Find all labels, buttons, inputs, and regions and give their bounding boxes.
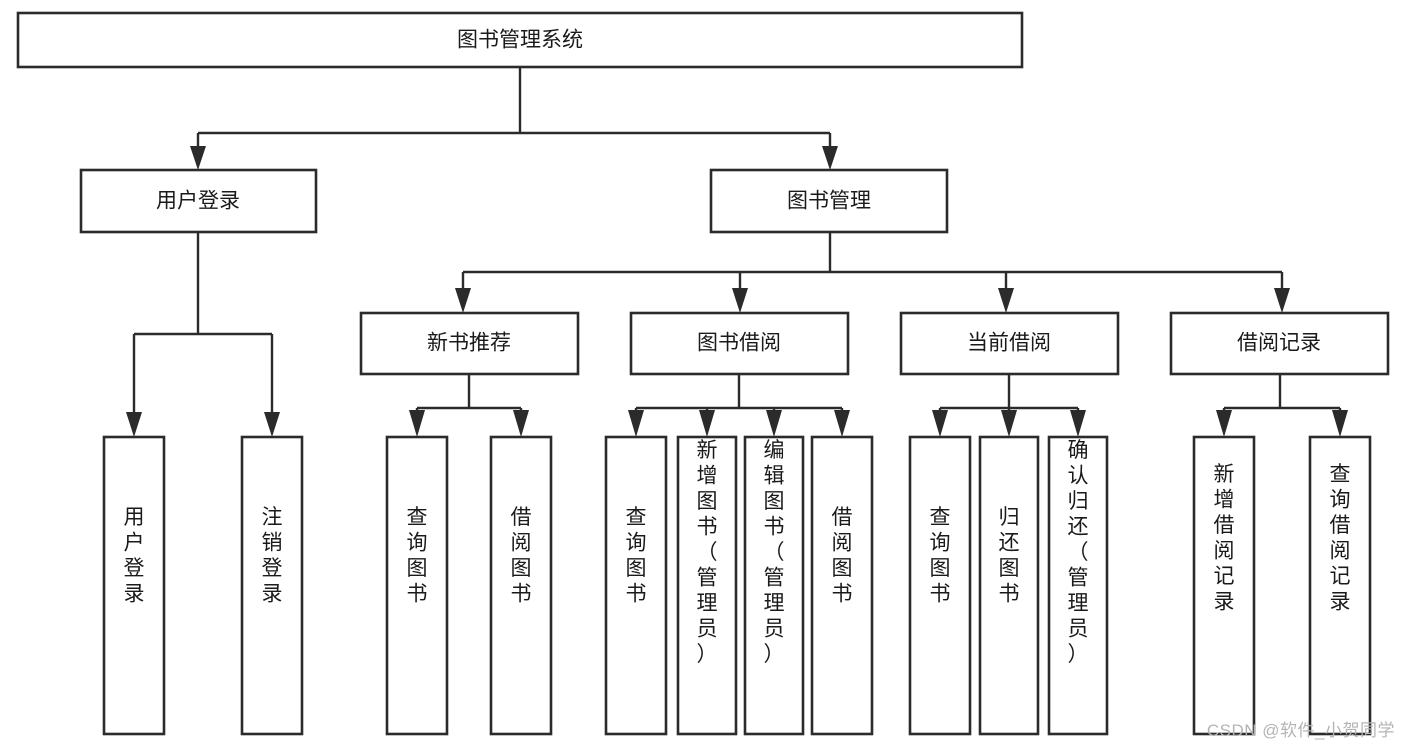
node-current-borrow-box[interactable] xyxy=(899,311,1120,376)
arrowhead-book-borrow xyxy=(732,288,748,313)
arrowhead-user-login xyxy=(190,146,206,170)
leaf-newbook-borrow-book-label: 借阅图书 xyxy=(511,506,532,606)
node-current-borrow-label: 当前借阅 xyxy=(967,332,1051,355)
leaf-bookborrow-query-book[interactable]: 查询图书 xyxy=(604,435,668,736)
leaf-newbook-query-book-box[interactable] xyxy=(385,435,449,736)
node-book-management[interactable]: 图书管理 xyxy=(709,168,949,234)
leaf-borrowrecord-query-record-label: 查询借阅记录 xyxy=(1330,463,1351,614)
connectors-current-borrow-to-leaves xyxy=(932,374,1086,437)
node-book-borrow[interactable]: 图书借阅 xyxy=(629,311,850,376)
leaf-bookborrow-edit-book[interactable]: 编辑图书（管理员） xyxy=(743,435,805,736)
leaf-currentborrow-confirm-return-box[interactable] xyxy=(1047,435,1109,736)
connectors-new-book-to-leaves xyxy=(409,374,529,437)
leaf-newbook-borrow-book-box[interactable] xyxy=(489,435,553,736)
arrowhead-currentborrow-leaf3 xyxy=(1070,410,1086,437)
leaf-bookborrow-edit-book-box[interactable] xyxy=(743,435,805,736)
node-user-login-label: 用户登录 xyxy=(156,190,240,213)
node-new-book-recommend-label: 新书推荐 xyxy=(427,332,511,355)
leaf-borrowrecord-add-record-label: 新增借阅记录 xyxy=(1214,463,1235,614)
arrowhead-new-book xyxy=(455,288,471,313)
arrowhead-bookborrow-leaf2 xyxy=(699,410,715,437)
leaf-borrowrecord-query-record-box[interactable] xyxy=(1308,435,1372,736)
leaf-currentborrow-query-book-box[interactable] xyxy=(908,435,972,736)
leaf-borrowrecord-add-record[interactable]: 新增借阅记录 xyxy=(1192,435,1256,736)
leaf-bookborrow-add-book[interactable]: 新增图书（管理员） xyxy=(676,435,738,736)
arrowhead-newbook-leaf1 xyxy=(409,410,425,437)
node-root-label: 图书管理系统 xyxy=(457,29,583,52)
arrowhead-bookborrow-leaf4 xyxy=(834,410,850,437)
leaf-bookborrow-borrow-book[interactable]: 借阅图书 xyxy=(810,435,874,736)
arrowhead-currentborrow-leaf1 xyxy=(932,410,948,437)
node-book-borrow-label: 图书借阅 xyxy=(697,332,781,355)
leaf-logout-box[interactable] xyxy=(240,435,304,736)
arrowhead-borrowrecord-leaf1 xyxy=(1216,410,1232,437)
leaf-logout[interactable]: 注销登录 xyxy=(240,435,304,736)
node-user-login[interactable]: 用户登录 xyxy=(79,168,318,234)
leaf-bookborrow-add-book-label: 新增图书（管理员） xyxy=(697,439,718,666)
node-book-management-label: 图书管理 xyxy=(787,190,871,213)
node-user-login-box[interactable] xyxy=(79,168,318,234)
connectors-root-to-level2 xyxy=(190,67,838,170)
arrowhead-bookborrow-leaf3 xyxy=(766,410,782,437)
arrowhead-book-mgmt xyxy=(822,146,838,170)
leaf-user-login-box[interactable] xyxy=(102,435,166,736)
leaf-newbook-query-book-label: 查询图书 xyxy=(407,506,428,606)
arrowhead-newbook-leaf2 xyxy=(513,410,529,437)
connectors-user-login-to-leaves xyxy=(126,232,280,437)
node-current-borrow[interactable]: 当前借阅 xyxy=(899,311,1120,376)
leaf-currentborrow-return-book-label: 归还图书 xyxy=(999,506,1020,606)
node-borrow-record-box[interactable] xyxy=(1169,311,1390,376)
arrowhead-borrowrecord-leaf2 xyxy=(1332,410,1348,437)
leaf-bookborrow-query-book-box[interactable] xyxy=(604,435,668,736)
arrowhead-currentborrow-leaf2 xyxy=(1001,410,1017,437)
node-borrow-record-label: 借阅记录 xyxy=(1237,332,1321,355)
leaf-borrowrecord-query-record[interactable]: 查询借阅记录 xyxy=(1308,435,1372,736)
leaf-currentborrow-return-book[interactable]: 归还图书 xyxy=(978,435,1040,736)
connectors-book-borrow-to-leaves xyxy=(628,374,850,437)
arrowhead-current-borrow xyxy=(998,288,1014,313)
leaf-currentborrow-return-book-box[interactable] xyxy=(978,435,1040,736)
arrowhead-leaf-user-login xyxy=(126,412,142,437)
leaf-newbook-borrow-book[interactable]: 借阅图书 xyxy=(489,435,553,736)
leaf-currentborrow-confirm-return-label: 确认归还（管理员） xyxy=(1068,439,1089,666)
leaf-newbook-query-book[interactable]: 查询图书 xyxy=(385,435,449,736)
leaf-bookborrow-add-book-box[interactable] xyxy=(676,435,738,736)
node-book-borrow-box[interactable] xyxy=(629,311,850,376)
leaf-bookborrow-borrow-book-label: 借阅图书 xyxy=(832,506,853,606)
leaf-user-login[interactable]: 用户登录 xyxy=(102,435,166,736)
node-borrow-record[interactable]: 借阅记录 xyxy=(1169,311,1390,376)
arrowhead-bookborrow-leaf1 xyxy=(628,410,644,437)
arrowhead-borrow-record xyxy=(1274,288,1290,313)
node-new-book-recommend[interactable]: 新书推荐 xyxy=(359,311,580,376)
leaf-currentborrow-confirm-return[interactable]: 确认归还（管理员） xyxy=(1047,435,1109,736)
leaf-currentborrow-query-book[interactable]: 查询图书 xyxy=(908,435,972,736)
connectors-borrow-record-to-leaves xyxy=(1216,374,1348,437)
node-root[interactable]: 图书管理系统 xyxy=(16,11,1024,69)
leaf-bookborrow-borrow-book-box[interactable] xyxy=(810,435,874,736)
leaf-borrowrecord-add-record-box[interactable] xyxy=(1192,435,1256,736)
node-root-box[interactable] xyxy=(16,11,1024,69)
arrowhead-leaf-logout xyxy=(264,412,280,437)
leaf-bookborrow-query-book-label: 查询图书 xyxy=(626,506,647,606)
node-new-book-recommend-box[interactable] xyxy=(359,311,580,376)
node-book-management-box[interactable] xyxy=(709,168,949,234)
leaf-user-login-label: 用户登录 xyxy=(124,506,145,606)
leaf-logout-label: 注销登录 xyxy=(262,506,283,606)
leaf-currentborrow-query-book-label: 查询图书 xyxy=(930,506,951,606)
connectors-book-mgmt-to-level3 xyxy=(455,232,1290,313)
leaf-bookborrow-edit-book-label: 编辑图书（管理员） xyxy=(764,439,785,666)
